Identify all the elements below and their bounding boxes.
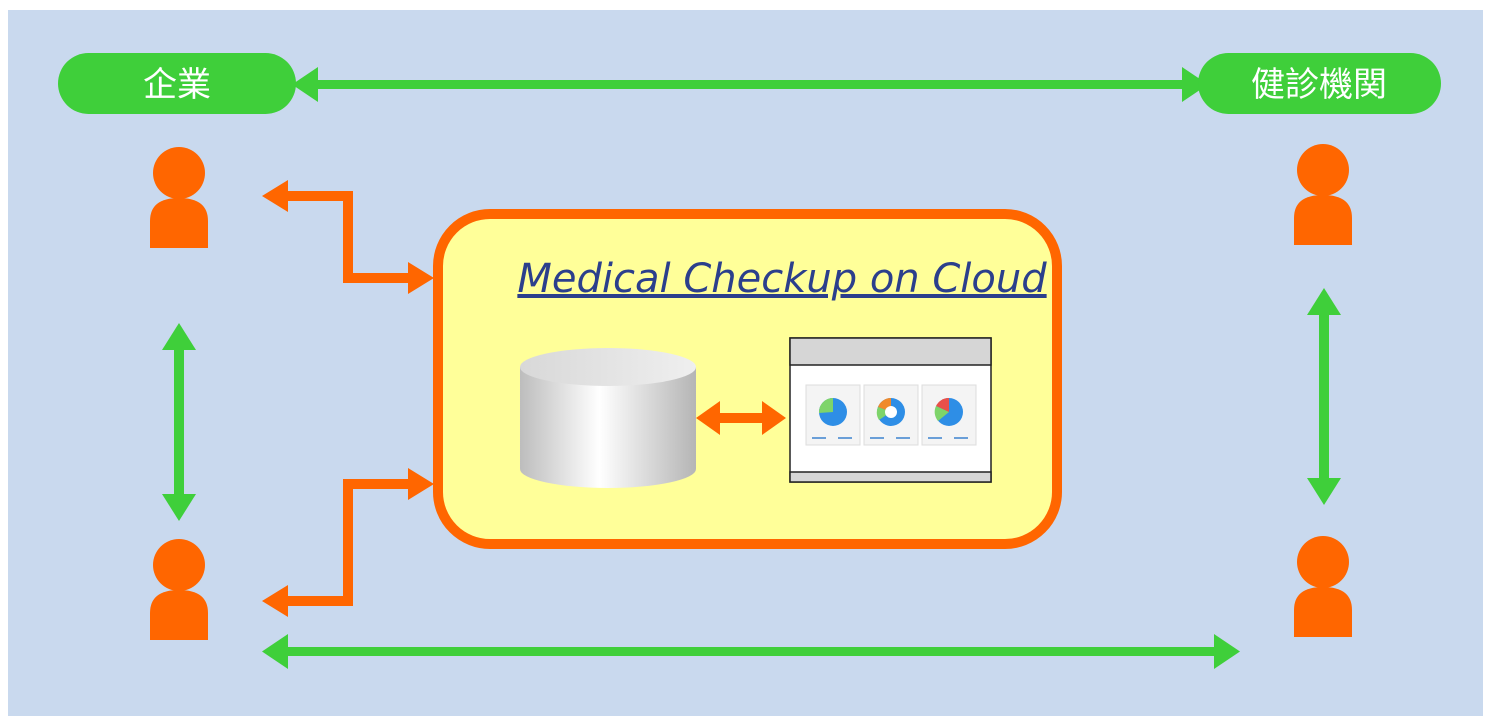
company-node: 企業	[58, 53, 296, 114]
left-vertical-double-arrow	[162, 323, 196, 521]
mini-chart-panel	[863, 384, 919, 446]
upper-elbow-arrow	[262, 180, 434, 294]
person-icon	[150, 147, 208, 248]
top-double-arrow	[292, 67, 1208, 102]
company-pill	[58, 53, 296, 114]
company-label: 企業	[143, 65, 211, 105]
database-icon	[520, 348, 696, 488]
db-screen-double-arrow	[696, 401, 786, 435]
dashboard-screen-icon	[789, 337, 992, 483]
bottom-double-arrow	[262, 634, 1240, 669]
mini-chart-panel	[921, 384, 977, 446]
lower-elbow-arrow	[262, 468, 434, 617]
right-vertical-double-arrow	[1307, 288, 1341, 505]
health-institution-label: 健診機関	[1251, 65, 1387, 105]
person-icon	[1294, 144, 1352, 245]
person-icon	[1294, 536, 1352, 637]
person-icon	[150, 539, 208, 640]
mini-chart-panel	[805, 384, 861, 446]
health-institution-pill	[1198, 53, 1441, 114]
health-institution-node: 健診機関	[1198, 53, 1441, 114]
cloud-title: Medical Checkup on Cloud	[517, 256, 1047, 302]
